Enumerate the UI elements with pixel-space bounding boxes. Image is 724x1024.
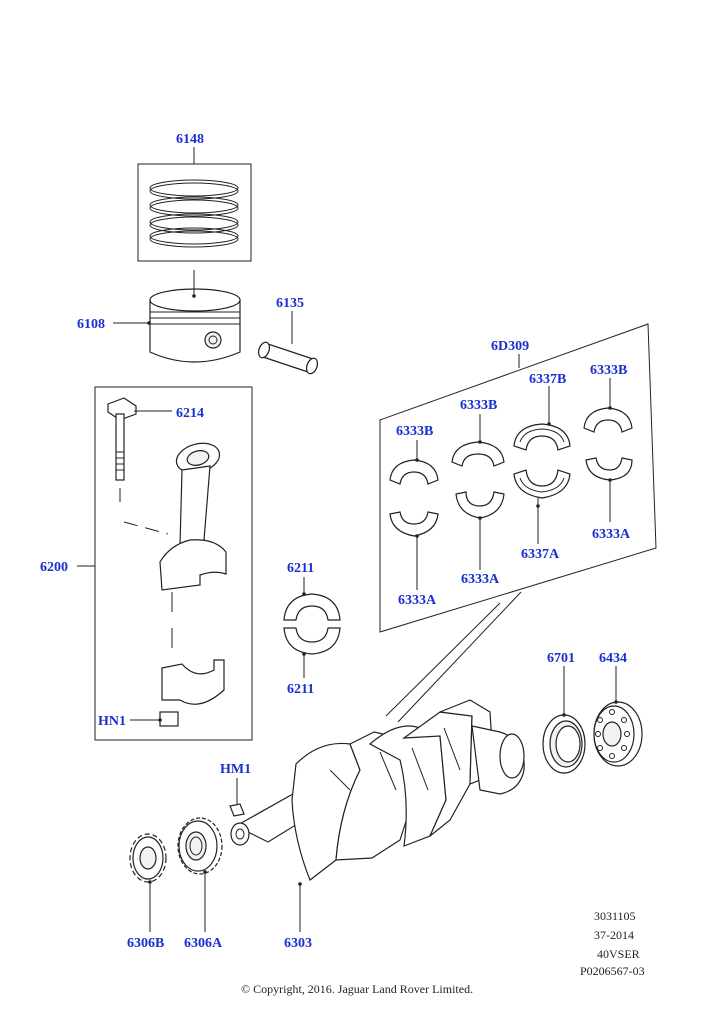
piston-pin-group: 6135 <box>257 296 319 375</box>
label-6434[interactable]: 6434 <box>599 651 627 666</box>
crankshaft-drawing <box>230 699 525 881</box>
meta-line-2: 37-2014 <box>594 928 634 942</box>
big-end-bearing-drawing <box>283 593 341 655</box>
label-6135[interactable]: 6135 <box>276 296 304 311</box>
piston-drawing <box>149 288 241 363</box>
label-HM1[interactable]: HM1 <box>220 762 251 777</box>
label-6333A-3[interactable]: 6333A <box>592 527 631 542</box>
key-drawing <box>229 803 245 817</box>
crank-gear-drawing <box>177 817 223 875</box>
rear-seal-drawing <box>542 714 586 774</box>
label-6337A[interactable]: 6337A <box>521 547 560 562</box>
label-6333A-1[interactable]: 6333A <box>398 593 437 608</box>
meta-line-4: P0206567-03 <box>580 964 645 978</box>
crank-gear-group: 6306A <box>177 817 223 951</box>
label-6306A[interactable]: 6306A <box>184 936 223 951</box>
label-6303[interactable]: 6303 <box>284 936 312 951</box>
label-6337B[interactable]: 6337B <box>529 372 566 387</box>
meta-line-1: 3031105 <box>594 909 636 923</box>
big-end-bearing-group: 6211 6211 <box>283 561 341 697</box>
piston-group: 6108 <box>77 270 241 363</box>
label-6333B-3[interactable]: 6333B <box>590 363 627 378</box>
label-6701[interactable]: 6701 <box>547 651 575 666</box>
label-6214[interactable]: 6214 <box>176 406 204 421</box>
piston-rings-group: 6148 <box>137 132 252 262</box>
copyright-text: © Copyright, 2016. Jaguar Land Rover Lim… <box>241 982 473 996</box>
rear-seal-group: 6701 <box>542 651 586 774</box>
crank-sprocket-group: 6306B <box>127 833 167 951</box>
connecting-rod-frame <box>94 386 253 741</box>
connecting-rod-bolt-drawing <box>107 397 137 508</box>
label-6211-top[interactable]: 6211 <box>287 561 314 576</box>
drawing-meta: 3031105 37-2014 40VSER P0206567-03 <box>580 909 645 978</box>
crankshaft-group: 6303 <box>230 699 525 951</box>
bearing-shell-col1 <box>389 459 439 537</box>
label-6200[interactable]: 6200 <box>40 560 68 575</box>
main-bearings-group: 6D309 6333B 6333A 6333B 6333A <box>379 323 657 723</box>
bearing-shell-col2 <box>451 441 505 519</box>
key-group: HM1 <box>220 762 251 817</box>
connecting-rod-drawing <box>123 442 227 591</box>
main-bearings-frame <box>379 323 657 633</box>
label-6D309[interactable]: 6D309 <box>491 339 529 354</box>
label-6148[interactable]: 6148 <box>176 132 204 147</box>
label-6211-bottom[interactable]: 6211 <box>287 682 314 697</box>
flywheel-adapter-group: 6434 <box>593 651 643 767</box>
flywheel-adapter-drawing <box>593 701 643 767</box>
label-6333B-1[interactable]: 6333B <box>396 424 433 439</box>
thrust-bearing-col3 <box>513 423 571 499</box>
label-6333A-2[interactable]: 6333A <box>461 572 500 587</box>
bearing-shell-col4 <box>583 407 633 481</box>
label-6333B-2[interactable]: 6333B <box>460 398 497 413</box>
label-6306B[interactable]: 6306B <box>127 936 164 951</box>
meta-line-3: 40VSER <box>597 947 640 961</box>
connecting-rod-cap-drawing <box>159 659 225 727</box>
piston-rings-drawing <box>149 179 239 248</box>
label-6108[interactable]: 6108 <box>77 317 105 332</box>
label-HN1[interactable]: HN1 <box>98 714 126 729</box>
connecting-rod-group: 6214 6200 HN1 <box>40 386 253 741</box>
crank-sprocket-drawing <box>129 833 167 883</box>
